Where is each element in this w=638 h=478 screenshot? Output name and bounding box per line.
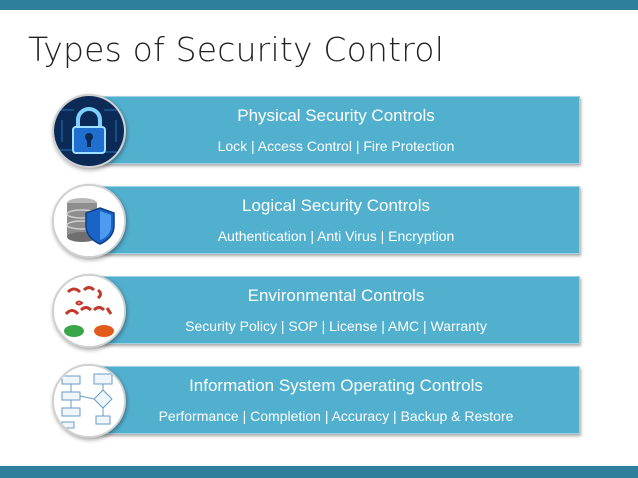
card-items: Lock | Access Control | Fire Protection bbox=[217, 138, 455, 154]
logical-controls-card: Logical Security Controls Authentication… bbox=[92, 186, 580, 254]
card-title: Logical Security Controls bbox=[241, 196, 431, 215]
top-accent-bar bbox=[0, 0, 638, 10]
dos-and-donts-icon bbox=[52, 274, 126, 348]
physical-controls-card: Physical Security Controls Lock | Access… bbox=[92, 96, 580, 164]
information-system-controls-card: Information System Operating Controls Pe… bbox=[92, 366, 580, 434]
bottom-accent-bar bbox=[0, 466, 638, 478]
card-items: Authentication | Anti Virus | Encryption bbox=[217, 228, 455, 244]
card-items: Performance | Completion | Accuracy | Ba… bbox=[158, 408, 514, 424]
padlock-icon bbox=[52, 94, 126, 168]
flowchart-icon bbox=[52, 364, 126, 438]
card-items: Security Policy | SOP | License | AMC | … bbox=[185, 318, 487, 334]
card-title: Information System Operating Controls bbox=[189, 376, 483, 395]
environmental-controls-card: Environmental Controls Security Policy |… bbox=[92, 276, 580, 344]
card-title: Physical Security Controls bbox=[237, 106, 435, 125]
card-title: Environmental Controls bbox=[247, 286, 425, 305]
slide-title: Types of Security Control bbox=[28, 30, 445, 69]
database-shield-icon bbox=[52, 184, 126, 258]
